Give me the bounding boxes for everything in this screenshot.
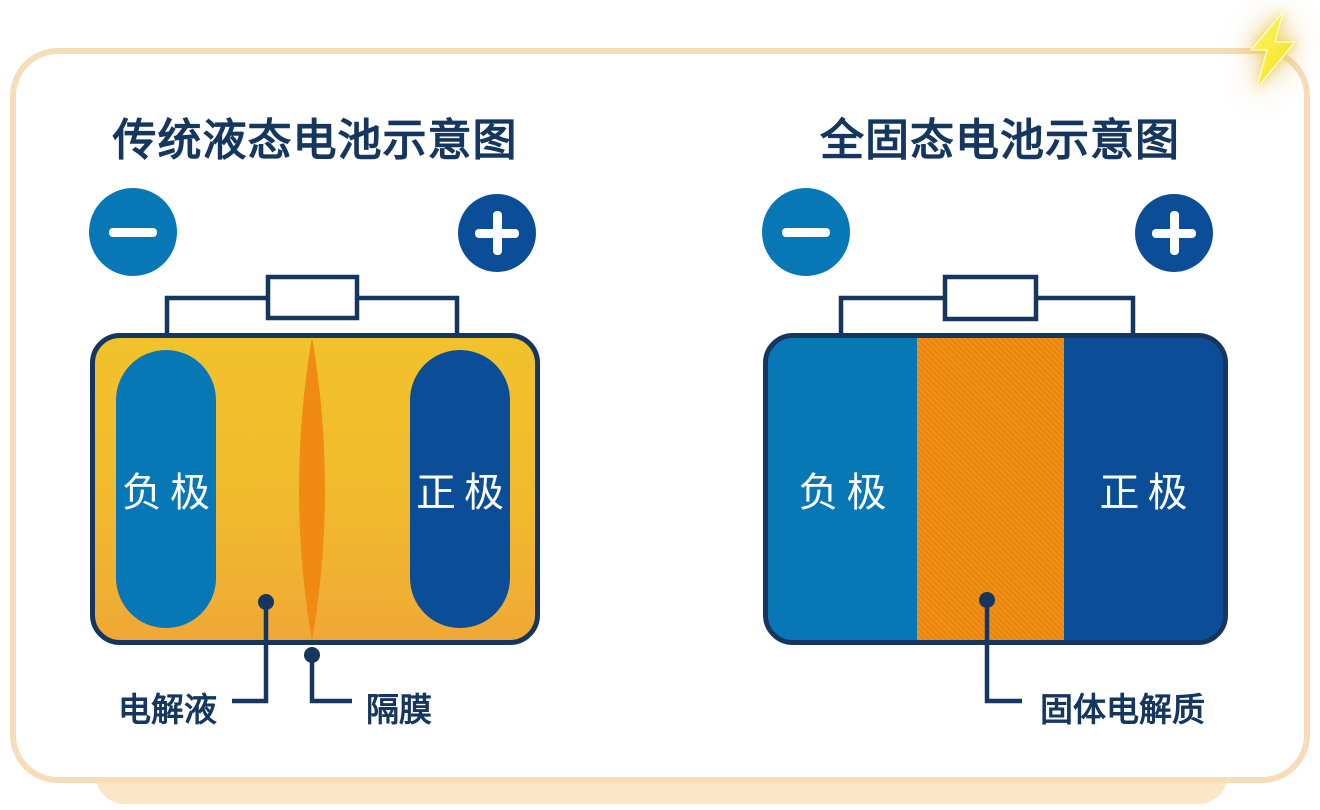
negative-electrode-label: 负极 — [122, 471, 218, 515]
left-negative-terminal — [89, 188, 177, 276]
plus-icon — [1152, 211, 1196, 255]
positive-electrode-label: 正极 — [416, 471, 512, 515]
right-panel-title: 全固态电池示意图 — [820, 116, 1180, 165]
right-negative-terminal — [762, 188, 850, 276]
liquid-positive-electrode: 正极 — [410, 350, 510, 628]
minus-icon — [109, 227, 157, 237]
solid-state-battery-body: 负极 正极 — [763, 333, 1228, 645]
negative-electrode-label: 负极 — [798, 471, 895, 515]
minus-icon — [782, 227, 830, 237]
left-positive-terminal — [458, 194, 536, 272]
liquid-negative-electrode: 负极 — [116, 350, 216, 628]
solid-electrolyte-label: 固体电解质 — [1040, 691, 1205, 728]
right-positive-terminal — [1135, 194, 1213, 272]
electrolyte-label: 电解液 — [118, 691, 217, 728]
positive-electrode-label: 正极 — [1099, 471, 1196, 515]
solid-electrolyte-layer — [917, 338, 1064, 640]
solid-negative-electrode: 负极 — [768, 338, 917, 640]
solid-positive-electrode: 正极 — [1064, 338, 1223, 640]
lightning-bolt-icon — [1237, 8, 1309, 92]
left-panel-title: 传统液态电池示意图 — [112, 116, 518, 165]
separator-label: 隔膜 — [366, 691, 432, 728]
plus-icon — [475, 211, 519, 255]
liquid-battery-body: 负极 正极 — [90, 333, 540, 645]
